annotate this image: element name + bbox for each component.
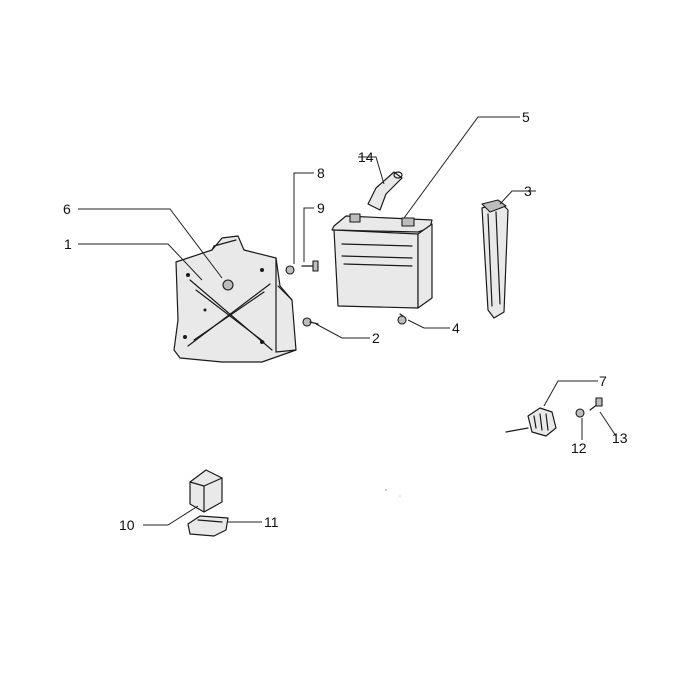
leader-5 xyxy=(403,116,520,219)
callout-5: 5 xyxy=(522,109,530,125)
callout-4: 4 xyxy=(452,320,460,336)
leader-9 xyxy=(303,207,314,262)
screw-part-4 xyxy=(397,313,407,325)
vent-tube-part xyxy=(367,171,403,211)
callout-labels: 1 2 3 4 5 6 7 8 9 10 11 12 13 14 xyxy=(63,109,628,533)
callout-8: 8 xyxy=(317,165,325,181)
callout-14: 14 xyxy=(358,149,374,165)
screw-part-2 xyxy=(302,317,319,327)
leader-13 xyxy=(599,411,617,437)
battery-box-part xyxy=(173,235,297,363)
connector-part-7 xyxy=(505,407,557,437)
leader-7 xyxy=(543,380,598,407)
callout-12: 12 xyxy=(571,440,587,456)
washer-part-12 xyxy=(575,408,585,418)
leader-2 xyxy=(315,323,370,339)
screw-part-13 xyxy=(589,397,603,411)
clip-part-11 xyxy=(187,515,229,537)
callout-3: 3 xyxy=(524,183,532,199)
leader-3 xyxy=(499,190,536,205)
callout-10: 10 xyxy=(119,517,135,533)
callout-1: 1 xyxy=(64,236,72,252)
callout-13: 13 xyxy=(612,430,628,446)
callout-7: 7 xyxy=(599,373,607,389)
nut-part-8 xyxy=(285,265,295,275)
callout-11: 11 xyxy=(264,514,279,530)
callout-2: 2 xyxy=(372,330,380,346)
callout-9: 9 xyxy=(317,200,325,216)
leader-10 xyxy=(143,505,199,526)
callout-6: 6 xyxy=(63,201,71,217)
leader-14 xyxy=(358,156,385,185)
battery-part xyxy=(331,213,433,309)
screw-part-9 xyxy=(301,260,319,272)
battery-strap-part xyxy=(481,199,509,319)
leader-4 xyxy=(407,319,450,329)
leader-6 xyxy=(78,208,223,279)
leader-1 xyxy=(78,243,203,281)
leader-8 xyxy=(293,172,314,264)
holder-part-10 xyxy=(189,469,223,513)
leader-lines xyxy=(78,116,617,526)
